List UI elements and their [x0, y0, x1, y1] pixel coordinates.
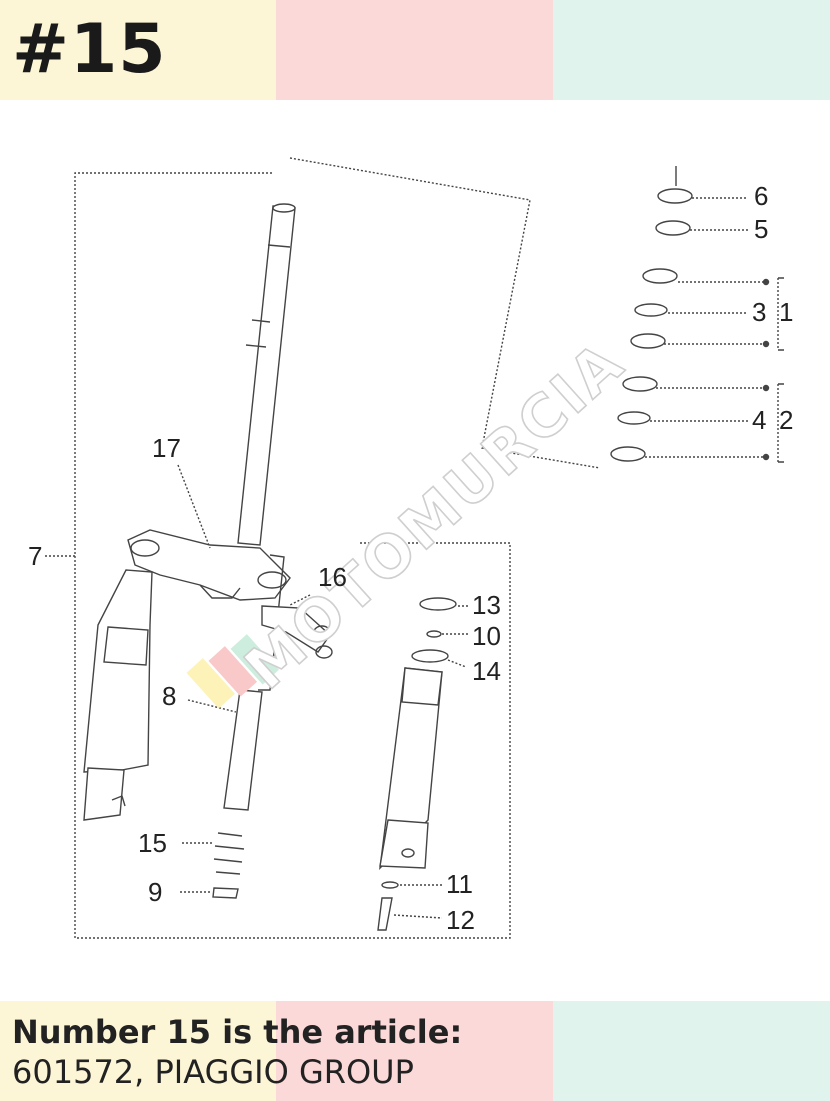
- callout-16: 16: [318, 562, 347, 592]
- caption-band-yellow: [0, 1001, 276, 1101]
- exploded-parts-diagram: MOTOMURCIA 6 5 3 1 4 2 17 7 16 13 10 14 …: [28, 157, 793, 939]
- ring-14: [411, 649, 449, 663]
- caption-band-pink: [276, 1001, 553, 1101]
- washer-10: [426, 630, 442, 638]
- washer-11: [381, 881, 399, 889]
- cup-4-lower: [610, 446, 646, 462]
- page-title: #15: [12, 10, 167, 89]
- callout-1: 1: [779, 297, 793, 327]
- callout-4: 4: [752, 405, 766, 435]
- group-box-column: [289, 157, 601, 469]
- seal-13: [419, 597, 457, 611]
- callout-8: 8: [162, 681, 176, 711]
- header-band: [0, 0, 830, 100]
- header-band-yellow: [0, 0, 276, 100]
- spring-15: [213, 832, 245, 875]
- cup-4-upper: [622, 376, 658, 392]
- steering-column: [237, 205, 296, 546]
- header-band-pink: [276, 0, 553, 100]
- callout-2: 2: [779, 405, 793, 435]
- nut-5: [655, 220, 691, 236]
- fork-leg-left: [83, 569, 153, 773]
- bushing-9: [212, 887, 239, 899]
- callout-13: 13: [472, 590, 501, 620]
- fork-tube-8: [223, 689, 263, 811]
- callout-7: 7: [28, 541, 42, 571]
- cap-6: [657, 188, 693, 204]
- watermark-text: MOTOMURCIA: [232, 328, 637, 703]
- callout-14: 14: [472, 656, 501, 686]
- bracket-16: [261, 605, 331, 653]
- screw-12: [377, 897, 393, 931]
- caption-band-green: [553, 1001, 830, 1101]
- bearing-4: [617, 411, 651, 425]
- callout-17: 17: [152, 433, 181, 463]
- callout-5: 5: [754, 214, 768, 244]
- caption-detail: 601572, PIAGGIO GROUP: [12, 1053, 414, 1091]
- header-band-green: [553, 0, 830, 100]
- leader-lines: [45, 197, 779, 919]
- cup-3-lower: [630, 333, 666, 349]
- bearing-3: [634, 303, 668, 317]
- callout-labels: 6 5 3 1 4 2 17 7 16 13 10 14 8 15 11 9 1…: [28, 181, 793, 935]
- group-box-7: [74, 172, 511, 939]
- callout-12: 12: [446, 905, 475, 935]
- cup-upper: [642, 268, 678, 284]
- caption-band: [0, 1001, 830, 1101]
- callout-3: 3: [752, 297, 766, 327]
- callout-6: 6: [754, 181, 768, 211]
- caption-heading: Number 15 is the article:: [12, 1013, 463, 1051]
- callout-15: 15: [138, 828, 167, 858]
- callout-11: 11: [446, 869, 473, 899]
- callout-9: 9: [148, 877, 162, 907]
- callout-10: 10: [472, 621, 501, 651]
